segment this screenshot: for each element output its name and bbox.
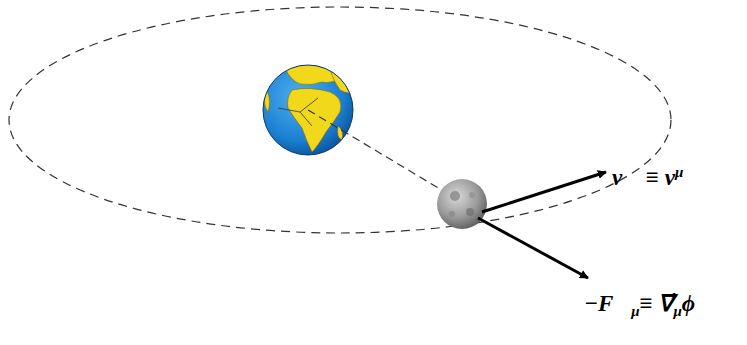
moon xyxy=(437,179,487,229)
index-symbol: μ xyxy=(631,303,639,319)
earth xyxy=(263,64,356,155)
index-symbol: μ xyxy=(673,303,681,319)
formula-label: v⃗ ≡ vμ xyxy=(612,165,683,189)
formula-text: −F⃗ xyxy=(584,291,631,316)
index-symbol: μ xyxy=(675,164,683,180)
formula-text: ϕ xyxy=(682,291,695,316)
formula-label: −F⃗μ≡ ∇⃗μϕ xyxy=(584,292,695,319)
formula-text: ≡ ∇⃗ xyxy=(640,291,674,316)
formula-text: v⃗ ≡ v xyxy=(612,165,675,190)
force-arrow xyxy=(478,218,588,278)
orbit xyxy=(9,7,671,233)
earth-moon-line xyxy=(308,110,455,198)
velocity-arrow xyxy=(482,172,606,212)
